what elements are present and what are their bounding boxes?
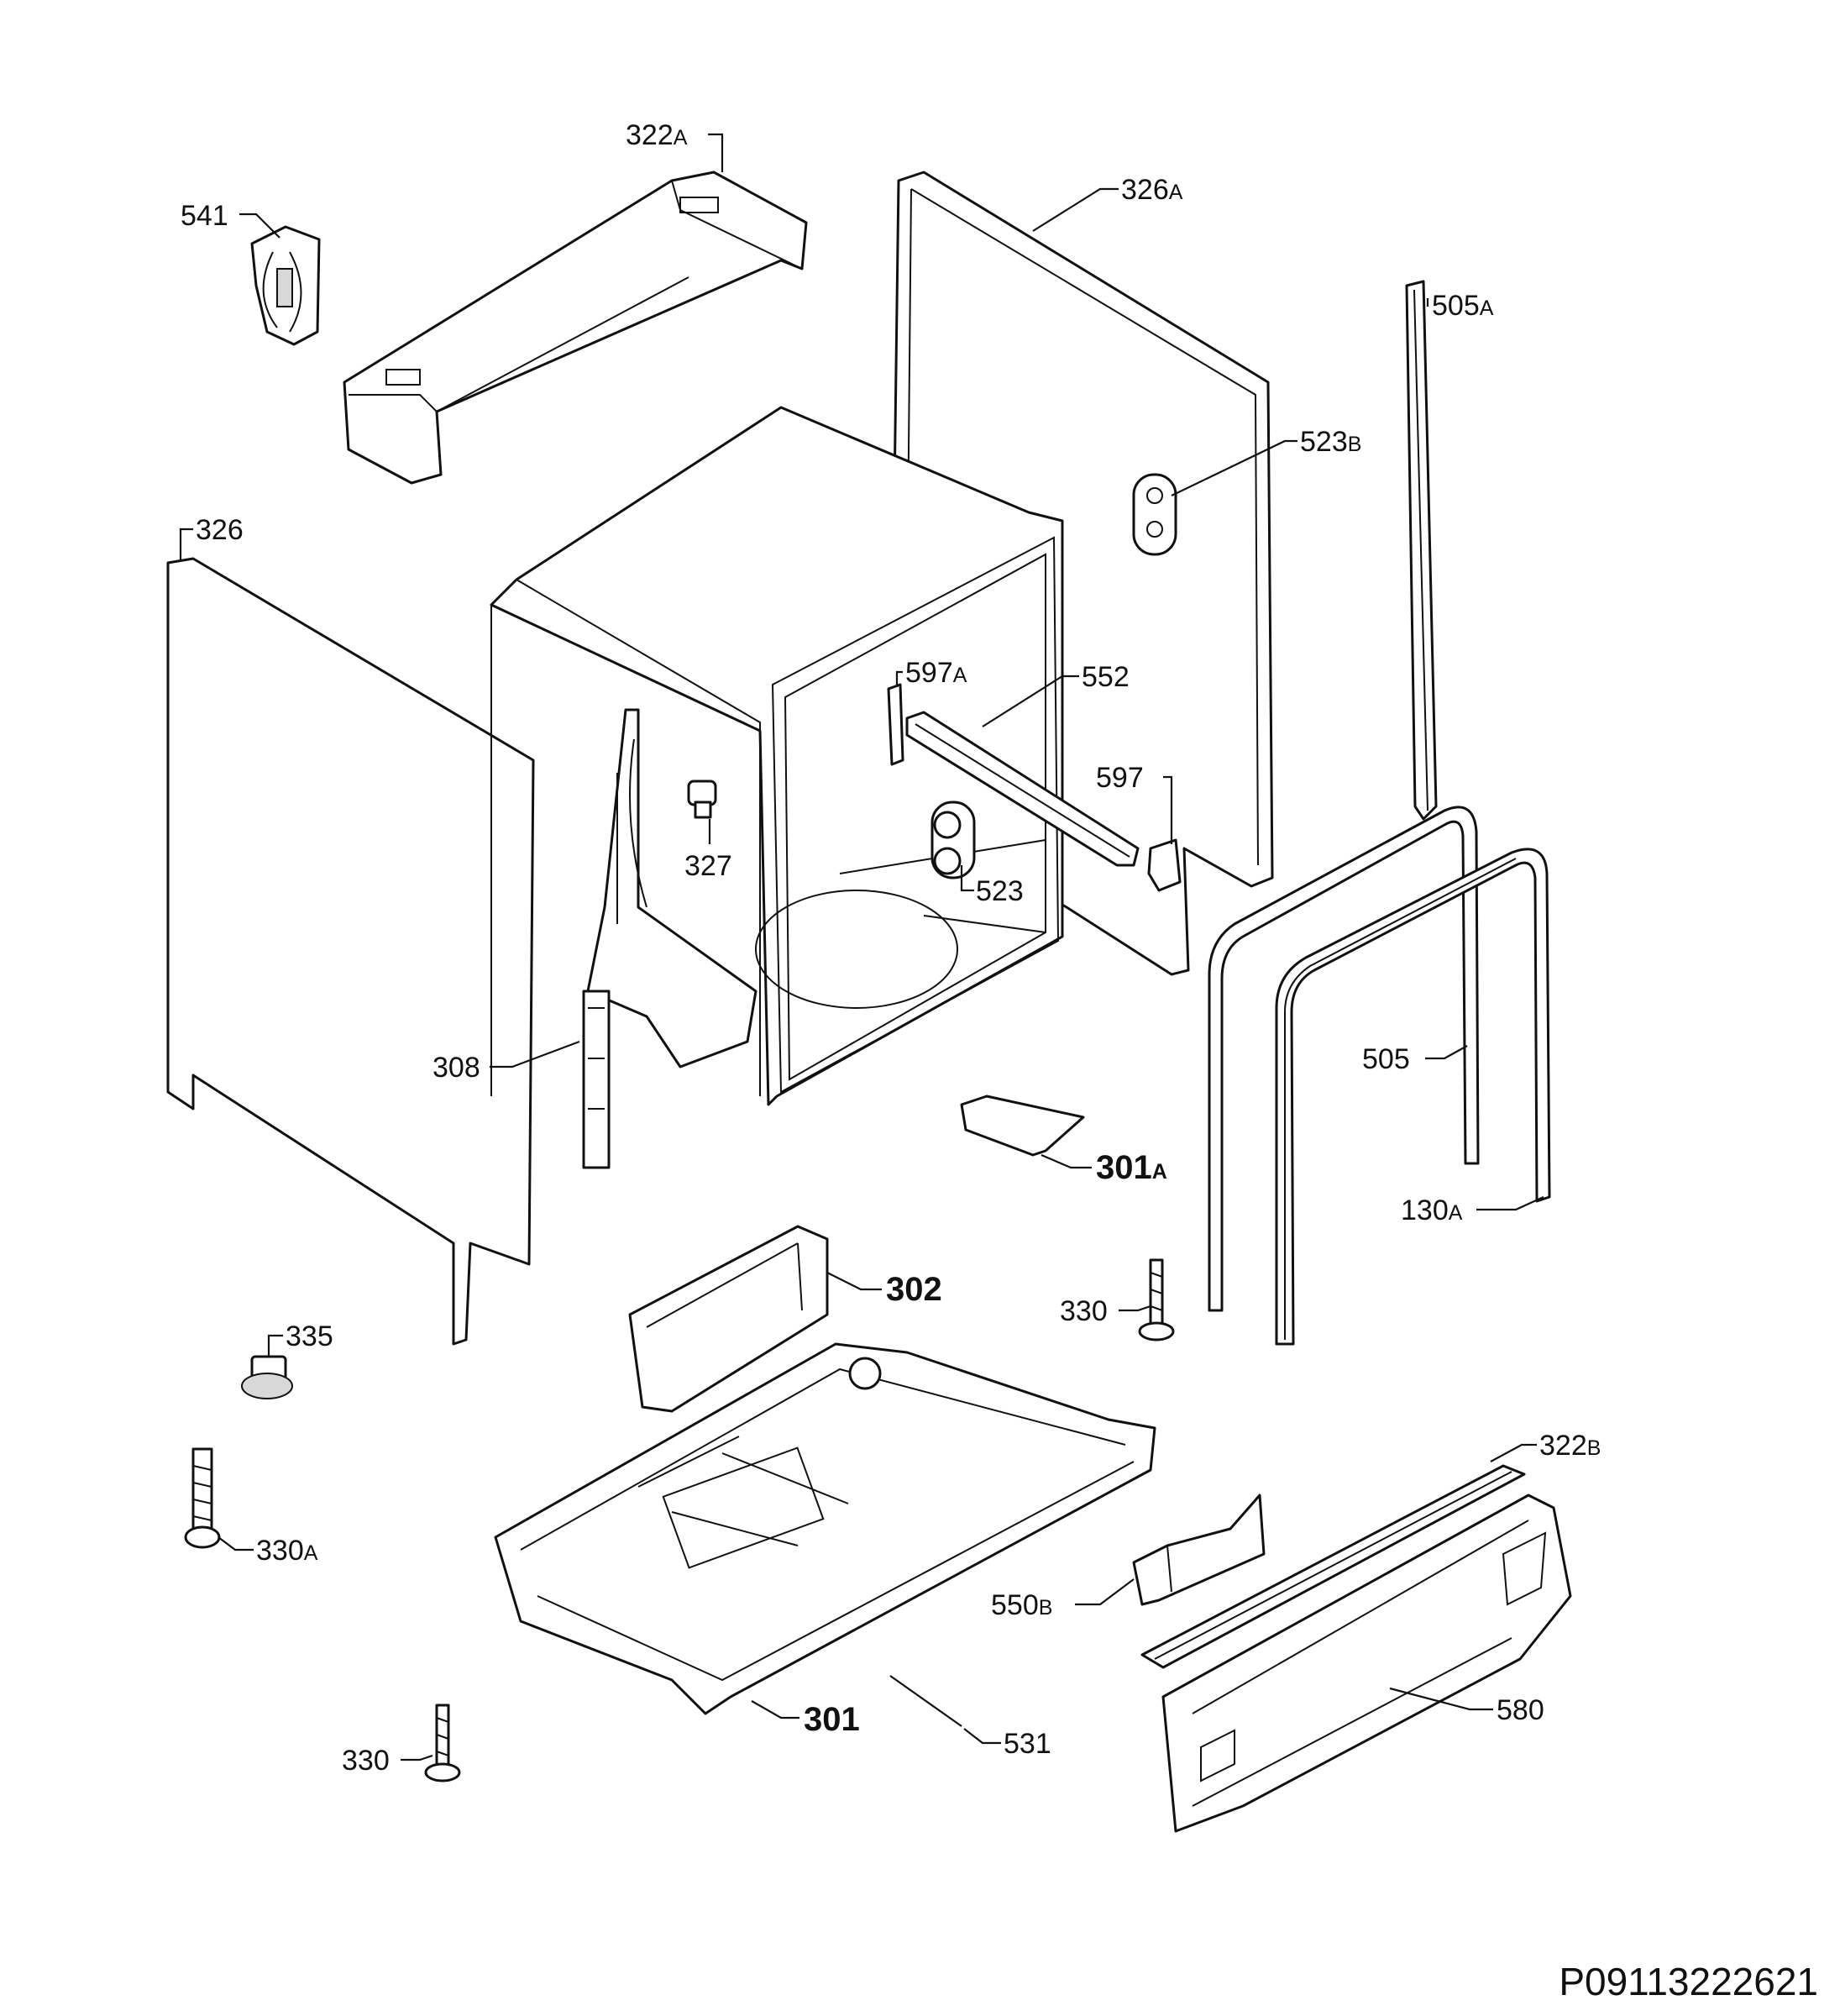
- part-tub-body: [490, 406, 1064, 1106]
- label-301a: 301A: [1096, 1149, 1167, 1186]
- label-308: 308: [432, 1052, 480, 1084]
- label-580: 580: [1497, 1694, 1544, 1726]
- label-597a: 597A: [905, 657, 967, 689]
- leader-505: [1425, 1045, 1468, 1060]
- leader-330a: [218, 1536, 254, 1551]
- label-326: 326: [196, 514, 244, 546]
- part-302: [628, 1225, 829, 1413]
- label-301: 301: [804, 1701, 860, 1738]
- part-130a: [1275, 848, 1551, 1346]
- leader-523b: [1171, 439, 1297, 496]
- label-505: 505: [1362, 1043, 1410, 1075]
- part-322b: [1140, 1464, 1526, 1669]
- label-322b: 322B: [1539, 1430, 1601, 1462]
- leader-308: [490, 1040, 580, 1068]
- part-330-right: [1138, 1258, 1175, 1341]
- leader-541: [239, 213, 280, 239]
- label-531: 531: [1004, 1728, 1051, 1760]
- part-541: [250, 225, 321, 346]
- label-541: 541: [181, 200, 228, 232]
- leader-597a: [895, 670, 903, 687]
- leader-301a: [1041, 1153, 1092, 1169]
- part-335: [241, 1355, 293, 1399]
- leader-597: [1163, 775, 1173, 844]
- label-330-right: 330: [1060, 1295, 1108, 1327]
- label-552: 552: [1082, 661, 1130, 693]
- leader-322b: [1490, 1443, 1537, 1462]
- label-302: 302: [886, 1271, 942, 1308]
- leader-550b: [1075, 1578, 1135, 1606]
- leader-335: [267, 1334, 283, 1357]
- part-330-left: [424, 1704, 461, 1782]
- label-597: 597: [1096, 762, 1144, 794]
- leader-552: [982, 675, 1079, 727]
- label-550b: 550B: [991, 1589, 1052, 1621]
- part-550b: [1132, 1494, 1266, 1606]
- leader-330-right: [1119, 1305, 1151, 1312]
- part-552: [905, 711, 1140, 867]
- leader-330-left: [401, 1754, 433, 1761]
- leader-130a: [1476, 1195, 1544, 1211]
- leader-326: [179, 528, 193, 561]
- part-322a: [343, 171, 808, 485]
- callout-labels: 541 322A 326A 505A 523B 326 597A 552 597…: [181, 119, 1601, 1777]
- label-523: 523: [976, 875, 1024, 907]
- part-505: [1208, 806, 1480, 1312]
- label-330-left: 330: [342, 1745, 390, 1777]
- part-597: [1147, 838, 1182, 892]
- part-301a: [960, 1095, 1085, 1157]
- part-326: [166, 557, 535, 1346]
- part-330a: [184, 1447, 221, 1549]
- leader-326a: [1032, 187, 1119, 232]
- label-505a: 505A: [1432, 290, 1494, 322]
- label-327: 327: [684, 850, 732, 882]
- part-327: [687, 780, 717, 819]
- label-523b: 523B: [1300, 426, 1361, 458]
- label-322a: 322A: [626, 119, 688, 151]
- label-330a: 330A: [256, 1535, 318, 1567]
- part-301: [494, 1342, 1156, 1715]
- part-308: [582, 708, 757, 1169]
- part-580: [1161, 1494, 1572, 1833]
- leader-580: [1389, 1687, 1493, 1711]
- leader-302: [826, 1272, 882, 1291]
- leader-301: [751, 1700, 799, 1719]
- diagram-reference-code: P09113222621: [1559, 1960, 1818, 2003]
- leader-lines: [179, 133, 1544, 1761]
- part-523b: [1132, 473, 1177, 556]
- label-335: 335: [286, 1320, 333, 1352]
- leader-531: [963, 1728, 1001, 1745]
- part-505a: [1405, 280, 1438, 821]
- leader-322a: [708, 133, 724, 172]
- label-326a: 326A: [1121, 174, 1183, 206]
- label-130a: 130A: [1401, 1194, 1463, 1226]
- part-523: [930, 801, 976, 879]
- leader-523: [960, 865, 974, 892]
- part-531: [889, 1675, 962, 1727]
- part-597a: [887, 683, 904, 766]
